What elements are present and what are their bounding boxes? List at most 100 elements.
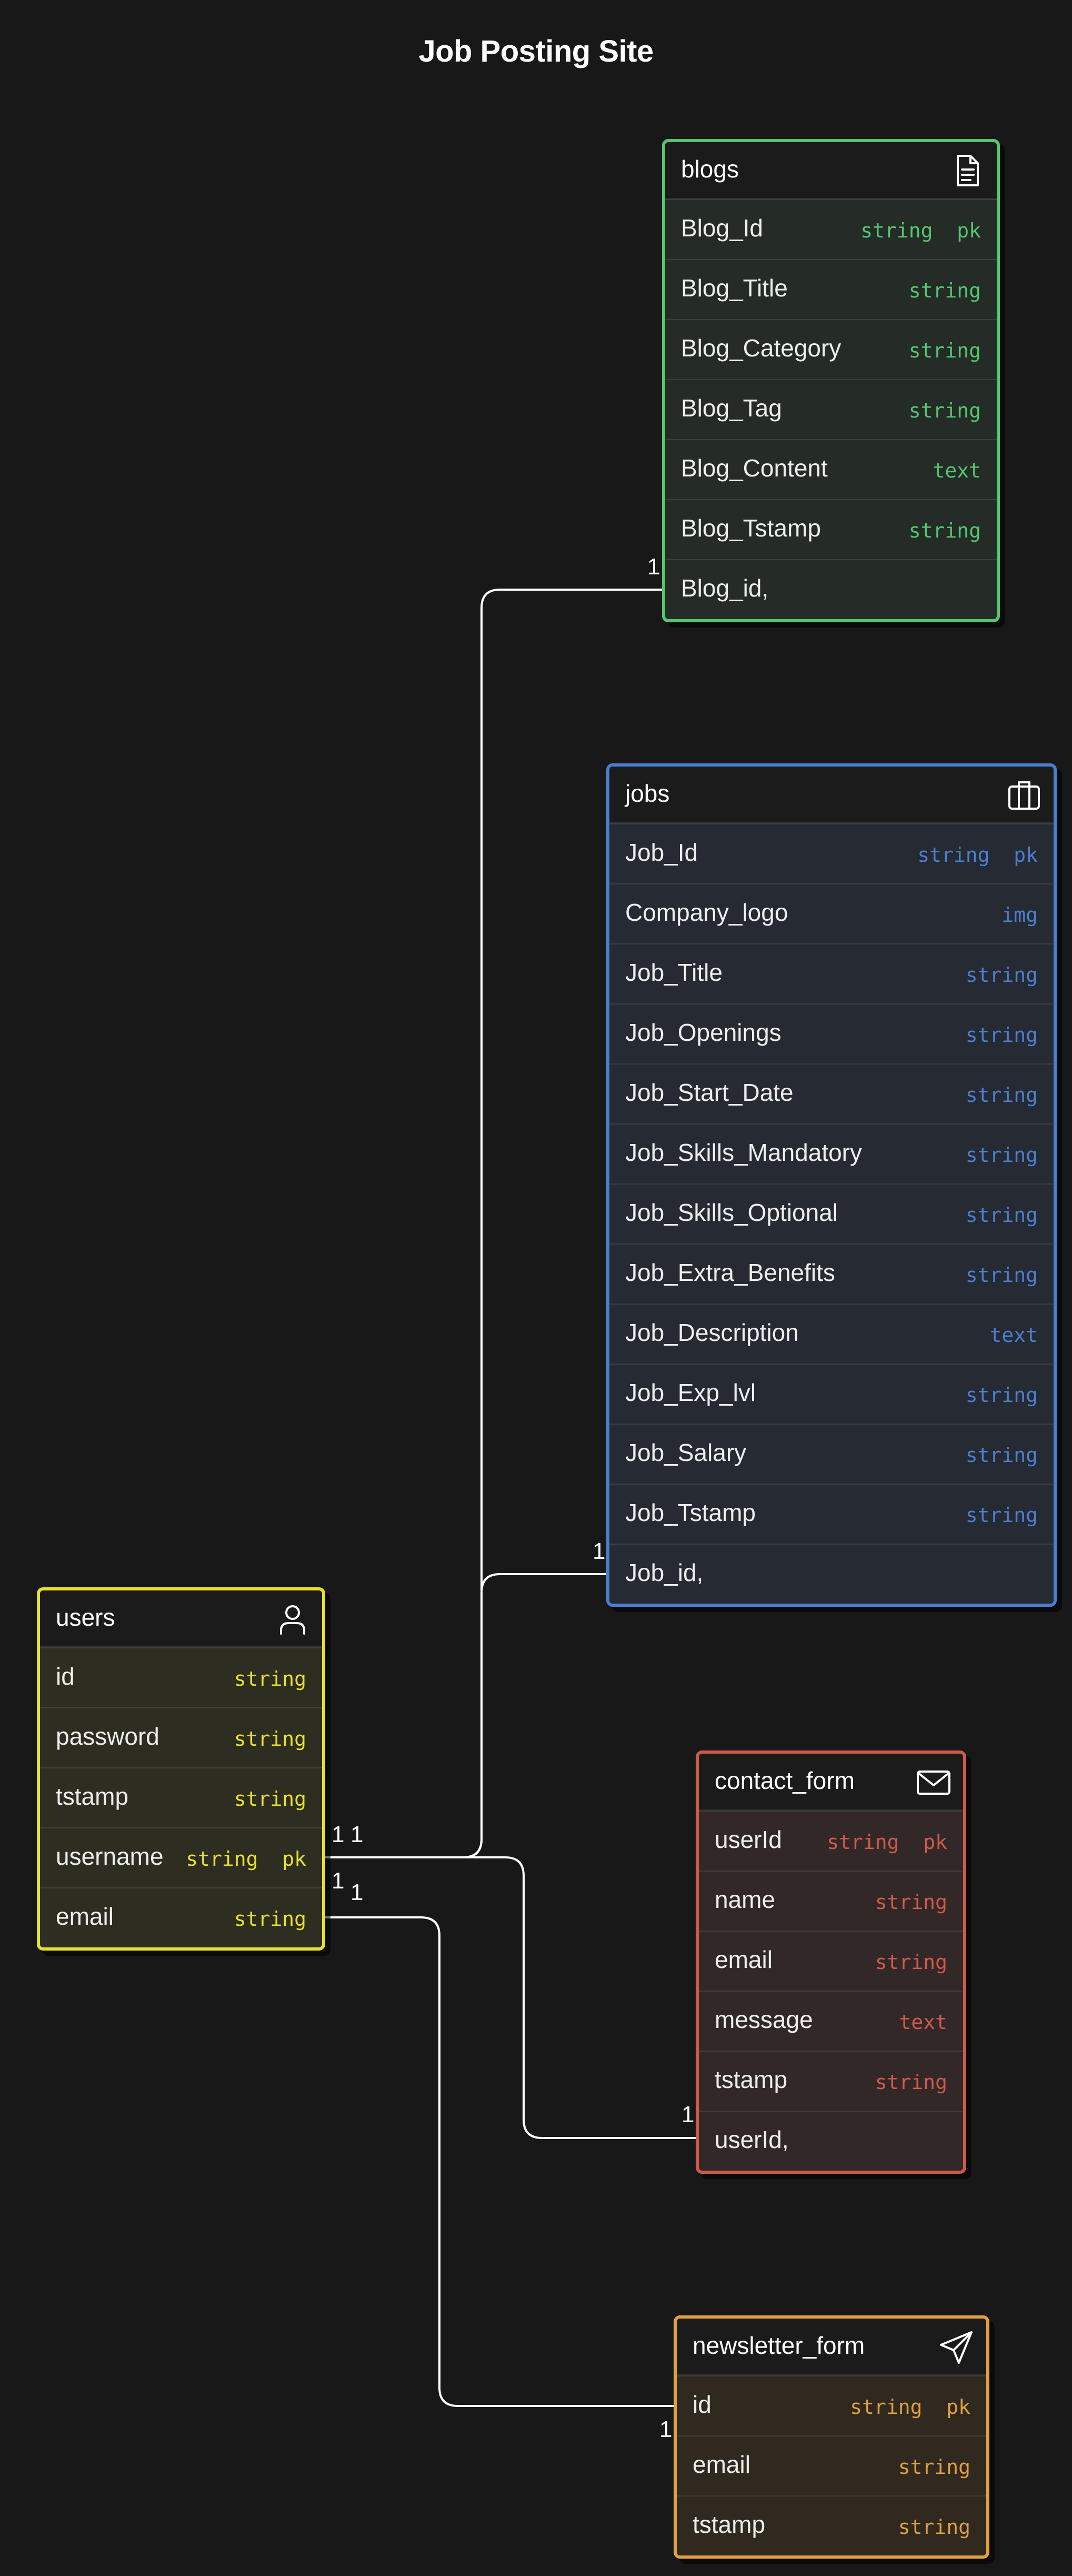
entity-header: jobs	[609, 767, 1054, 823]
field-type: string	[965, 1204, 1038, 1227]
field-name: username	[56, 1843, 164, 1870]
entity-name: newsletter_form	[693, 2332, 865, 2359]
cardinality-label: 1	[647, 554, 660, 580]
cardinality-label: 1	[350, 1822, 364, 1847]
field-type: string pk	[917, 843, 1038, 867]
field-row[interactable]: Company_logo img	[609, 883, 1054, 943]
field-type: string	[965, 963, 1038, 987]
field-type: text	[899, 2011, 947, 2034]
field-type: string	[875, 1951, 947, 1974]
field-type: string	[234, 1907, 306, 1931]
field-name: Blog_id,	[681, 574, 769, 602]
field-type: string	[908, 279, 981, 302]
field-name: id	[693, 2391, 712, 2418]
field-type: string	[965, 1083, 1038, 1107]
field-type: img	[1001, 903, 1038, 927]
field-name: Job_Title	[625, 959, 723, 986]
field-name: Job_Exp_lvl	[625, 1379, 756, 1406]
field-name: Job_Openings	[625, 1019, 782, 1046]
field-row[interactable]: Blog_id,	[665, 559, 997, 619]
field-name: Job_Tstamp	[625, 1499, 756, 1526]
user-icon	[275, 1601, 310, 1637]
field-name: Company_logo	[625, 899, 788, 926]
field-row[interactable]: Job_Title string	[609, 943, 1054, 1003]
field-name: id	[56, 1663, 75, 1690]
field-type: string	[908, 399, 981, 422]
field-name: tstamp	[715, 2066, 788, 2093]
field-row[interactable]: email string	[699, 1931, 963, 1991]
field-type: string	[965, 1384, 1038, 1407]
cardinality-label: 1	[682, 2102, 695, 2127]
field-name: tstamp	[693, 2511, 766, 2538]
entity-name: users	[56, 1604, 115, 1631]
field-row[interactable]: Blog_Id string pk	[665, 199, 997, 259]
cardinality-label: 1	[350, 1879, 364, 1905]
field-name: Blog_Id	[681, 214, 764, 242]
field-row[interactable]: userId,	[699, 2111, 963, 2171]
field-name: name	[715, 1886, 776, 1913]
field-row[interactable]: id string pk	[677, 2375, 986, 2435]
field-row[interactable]: Job_id,	[609, 1544, 1054, 1604]
field-name: email	[693, 2451, 750, 2478]
envelope-icon	[916, 1764, 951, 1800]
field-name: Job_id,	[625, 1559, 704, 1586]
entity-name: blogs	[681, 155, 739, 183]
field-type: text	[989, 1324, 1038, 1347]
entity-header: blogs	[665, 142, 997, 199]
entity-header: newsletter_form	[677, 2319, 986, 2375]
field-type: string pk	[850, 2395, 970, 2419]
field-name: tstamp	[56, 1783, 129, 1810]
field-type: string pk	[860, 219, 981, 242]
field-type: string	[908, 339, 981, 362]
cardinality-label: 1	[332, 1822, 345, 1847]
field-type: string	[965, 1444, 1038, 1467]
send-icon	[939, 2329, 975, 2365]
entity-header: contact_form	[699, 1754, 963, 1811]
edge-email-newsletter	[322, 1916, 677, 2407]
cardinality-label: 1	[593, 1538, 606, 1564]
cardinality-label: 1	[659, 2416, 673, 2442]
field-name: Job_Skills_Mandatory	[625, 1139, 863, 1166]
field-row[interactable]: Job_Exp_lvl string	[609, 1364, 1054, 1424]
field-type: string	[234, 1727, 306, 1751]
field-name: email	[715, 1946, 773, 1973]
entity-name: jobs	[625, 780, 670, 807]
field-type: text	[933, 459, 981, 482]
field-name: Job_Extra_Benefits	[625, 1259, 835, 1286]
entity-name: contact_form	[715, 1767, 855, 1794]
